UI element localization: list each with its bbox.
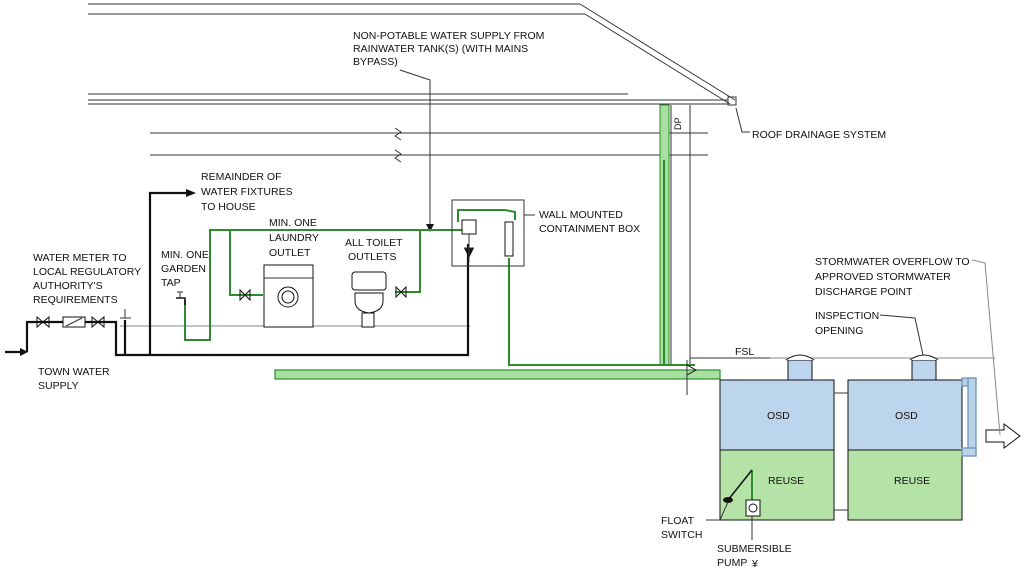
toilet-icon: [351, 271, 387, 328]
garden-tap-icon: [176, 291, 186, 305]
inspection-label-1: INSPECTION: [815, 310, 879, 322]
remainder-label-2: WATER FIXTURES: [201, 186, 293, 198]
pump-symbol: ¥: [751, 558, 758, 570]
mains-line: [5, 244, 470, 357]
containment-box: [451, 199, 525, 267]
non-potable-pipework: [184, 160, 695, 366]
town-supply-label-2: SUPPLY: [38, 380, 79, 392]
tank-2-reuse-label: REUSE: [894, 475, 930, 487]
washing-machine-icon: [263, 264, 314, 328]
containment-label-2: CONTAINMENT BOX: [539, 223, 640, 235]
containment-label-1: WALL MOUNTED: [539, 209, 623, 221]
overflow-label-1: STORMWATER OVERFLOW TO: [815, 256, 970, 268]
toilet-label-2: OUTLETS: [348, 251, 396, 263]
toilet-valve-icon: [395, 285, 407, 299]
inspection-label-2: OPENING: [815, 325, 863, 337]
town-supply-label-1: TOWN WATER: [38, 366, 110, 378]
remainder-label-1: REMAINDER OF: [201, 171, 282, 183]
meter-label-2: LOCAL REGULATORY: [33, 266, 141, 278]
laundry-valve-icon: [239, 288, 251, 302]
non-potable-label-2: RAINWATER TANK(S) (WITH MAINS: [353, 43, 528, 55]
non-potable-label-3: BYPASS): [353, 56, 398, 68]
overflow-label-2: APPROVED STORMWATER: [815, 271, 951, 283]
downpipe-label: DP: [673, 117, 683, 130]
tank-1-reuse-label: REUSE: [768, 475, 804, 487]
pump-label-1: SUBMERSIBLE: [717, 543, 792, 555]
non-potable-label-1: NON-POTABLE WATER SUPPLY FROM: [353, 30, 544, 42]
overflow-pipe: [961, 377, 1021, 457]
tank-1: [719, 354, 835, 521]
garden-label-3: TAP: [161, 277, 181, 289]
laundry-label-2: LAUNDRY: [269, 232, 319, 244]
laundry-label-1: MIN. ONE: [269, 217, 317, 229]
pump-label-2: PUMP: [717, 557, 747, 569]
meter-label-3: AUTHORITY'S: [33, 280, 103, 292]
toilet-label-1: ALL TOILET: [345, 237, 403, 249]
submersible-pump-icon: [745, 470, 761, 517]
tank-1-osd-label: OSD: [767, 410, 790, 422]
meter-valve-2: [91, 315, 105, 329]
meter-valve-1: [36, 315, 50, 329]
overflow-label-3: DISCHARGE POINT: [815, 286, 913, 298]
float-switch-icon: [723, 469, 753, 503]
stormwater-pipe: [274, 369, 721, 380]
tank-2: [847, 354, 963, 521]
meter-label-4: REQUIREMENTS: [33, 294, 118, 306]
roof-outline: [88, 3, 737, 163]
float-switch-label-1: FLOAT: [661, 515, 695, 527]
garden-label-1: MIN. ONE: [161, 249, 209, 261]
tank-2-osd-label: OSD: [895, 410, 918, 422]
roof-drainage-label: ROOF DRAINAGE SYSTEM: [752, 129, 886, 141]
float-switch-label-2: SWITCH: [661, 529, 702, 541]
meter-label-1: WATER METER TO: [33, 252, 127, 264]
remainder-label-3: TO HOUSE: [201, 201, 256, 213]
laundry-label-3: OUTLET: [269, 247, 311, 259]
garden-label-2: GARDEN: [161, 263, 206, 275]
fsl-label: FSL: [735, 346, 754, 358]
